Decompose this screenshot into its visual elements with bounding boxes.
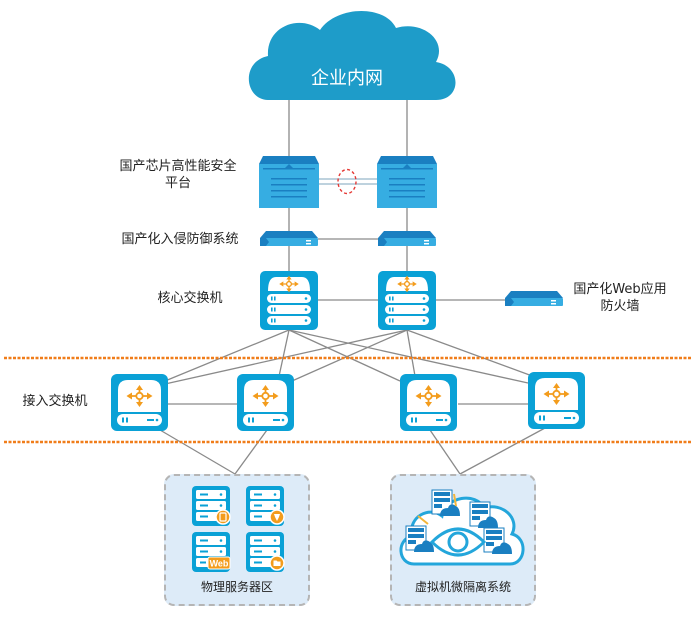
access-switch-2 (237, 374, 294, 431)
isolation-bars (417, 493, 457, 525)
access-switch-4 (528, 372, 585, 429)
label-waf-line1: 国产化Web应用 (573, 282, 667, 297)
server-icon-folder (246, 532, 285, 572)
virtual-microseg-zone: 虚拟机微隔离系统 (390, 474, 536, 606)
ips-appliance-left (260, 231, 318, 246)
server-icon-database (192, 486, 231, 526)
server-icon-firewall (246, 486, 285, 526)
access-switch-1 (111, 374, 168, 431)
server-rack-icons: Web (192, 486, 285, 572)
virtual-zone-label: 虚拟机微隔离系统 (414, 580, 511, 594)
label-security-platform-line2: 平台 (164, 176, 191, 191)
physical-zone-label: 物理服务器区 (200, 580, 273, 594)
label-security-platform: 国产芯片高性能安全 平台 (108, 158, 248, 192)
microseg-cloud-icon (399, 489, 525, 566)
vm-icon (405, 489, 512, 554)
access-switch-3 (400, 374, 457, 431)
server-icon-web: Web (192, 532, 231, 572)
web-badge-text: Web (210, 559, 229, 569)
ha-heartbeat-link (318, 168, 378, 195)
security-platform-left (259, 156, 319, 208)
eye-icon (429, 527, 487, 557)
core-switch-right (378, 271, 436, 330)
core-switch-left (260, 271, 318, 330)
label-waf-line2: 防火墙 (600, 299, 640, 314)
label-security-platform-line1: 国产芯片高性能安全 (119, 159, 237, 174)
label-access-switch: 接入交换机 (22, 394, 88, 409)
ips-appliance-right (378, 231, 436, 246)
physical-server-zone: Web 物理服务器区 (164, 474, 310, 606)
label-waf: 国产化Web应用 防火墙 (560, 281, 680, 315)
cloud-shape (248, 10, 456, 100)
label-core-switch: 核心交换机 (157, 291, 223, 306)
connection-lines (159, 95, 546, 475)
waf-appliance (505, 291, 563, 306)
security-platform-right (377, 156, 437, 208)
label-ips: 国产化入侵防御系统 (121, 232, 239, 247)
cloud-title: 企业内网 (311, 68, 383, 89)
